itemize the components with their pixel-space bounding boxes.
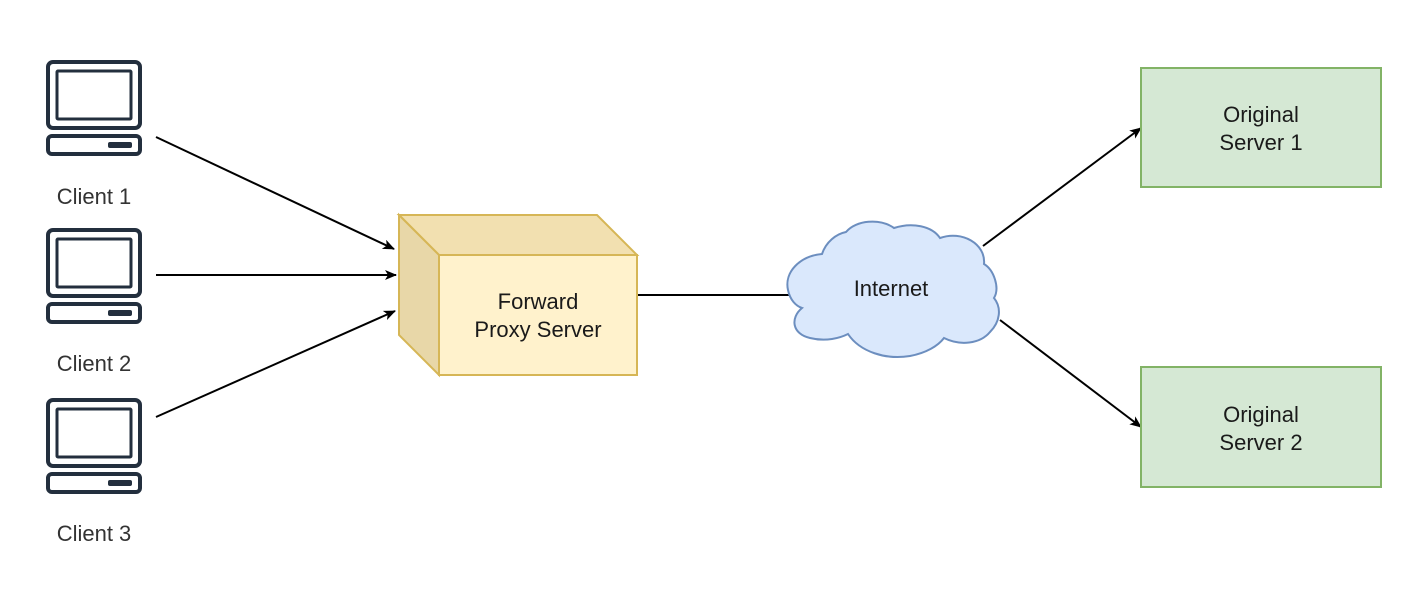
client-label: Client 1: [57, 184, 132, 209]
edge-client3-to-proxy: [155, 310, 396, 418]
proxy-label-line2: Proxy Server: [474, 317, 601, 342]
internet-cloud: Internet: [786, 220, 1000, 358]
desktop-computer-icon: [46, 398, 142, 494]
client-1: Client 1: [46, 60, 142, 209]
edge-client1-to-proxy: [155, 136, 395, 250]
edge-internet-to-server1: [982, 127, 1142, 247]
server-label-line1: Original: [1223, 402, 1299, 427]
server-label-line2: Server 1: [1219, 130, 1302, 155]
server-box: [1140, 67, 1382, 188]
desktop-computer-icon: [46, 60, 142, 156]
server-label-line2: Server 2: [1219, 430, 1302, 455]
server-label-line1: Original: [1223, 102, 1299, 127]
edge-internet-to-server2: [999, 319, 1142, 428]
desktop-computer-icon: [46, 228, 142, 324]
client-3: Client 3: [46, 398, 142, 546]
proxy-front-face: [438, 254, 638, 376]
proxy-top-face: [396, 214, 640, 256]
cloud-shape: [786, 220, 1000, 358]
client-label: Client 2: [57, 351, 132, 376]
forward-proxy-server: Forward Proxy Server: [396, 212, 640, 378]
client-label: Client 3: [57, 521, 132, 546]
original-server-1: Original Server 1: [1140, 67, 1382, 188]
client-2: Client 2: [46, 228, 142, 376]
internet-label: Internet: [854, 276, 929, 301]
edges: [155, 127, 1142, 428]
original-server-2: Original Server 2: [1140, 366, 1382, 488]
server-box: [1140, 366, 1382, 488]
proxy-label-line1: Forward: [498, 289, 579, 314]
